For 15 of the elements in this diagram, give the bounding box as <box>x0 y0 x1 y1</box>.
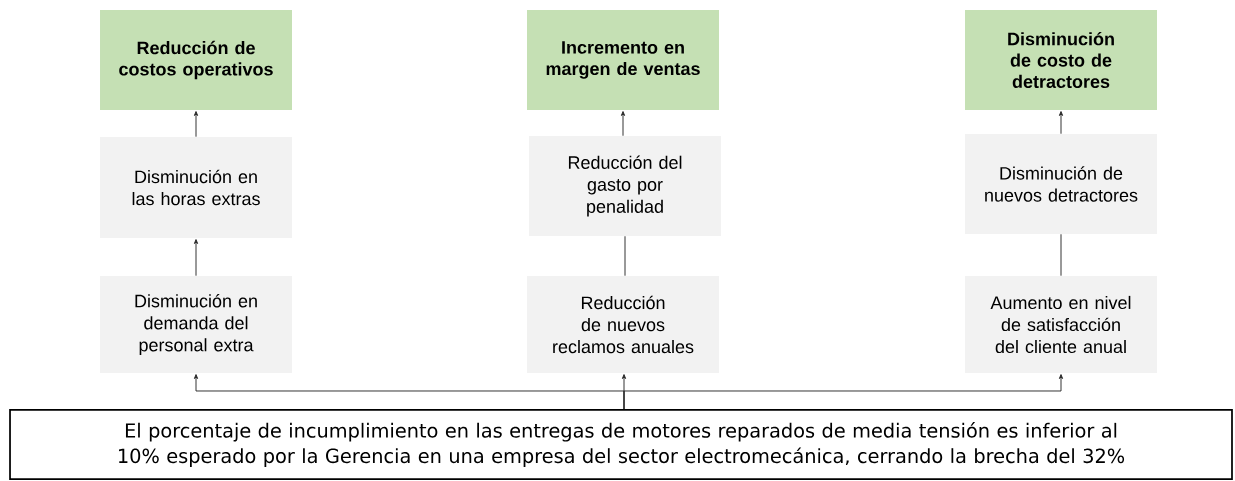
goal-box: Reducción de costos operativos <box>100 10 292 110</box>
process-box: Aumento en nivel de satisfacción del cliente anual <box>965 275 1157 373</box>
arrow <box>193 239 199 277</box>
process-box: Reducción del gasto por penalidad <box>529 136 721 236</box>
arrow <box>193 111 199 138</box>
goal-box: Disminución de costo de detractores <box>965 10 1157 110</box>
process-box: Disminución en las horas extras <box>100 136 292 239</box>
arrow <box>620 111 626 137</box>
goal-box: Incremento en margen de ventas <box>527 10 719 110</box>
problem-box: El porcentaje de incumplimiento en las entregas de motores reparados de media tensión es inferior al 10% esperado por la Gerencia en una empresa del sector electromecánica, cerrando la brecha del 32% <box>9 409 1233 480</box>
process-box: Reducción de nuevos reclamos anuales <box>527 275 719 373</box>
process-box: Disminución de nuevos detractores <box>965 134 1157 234</box>
arrow <box>1058 111 1064 135</box>
arrow <box>623 374 1064 410</box>
process-box: Disminución en demanda del personal extra <box>100 275 292 373</box>
